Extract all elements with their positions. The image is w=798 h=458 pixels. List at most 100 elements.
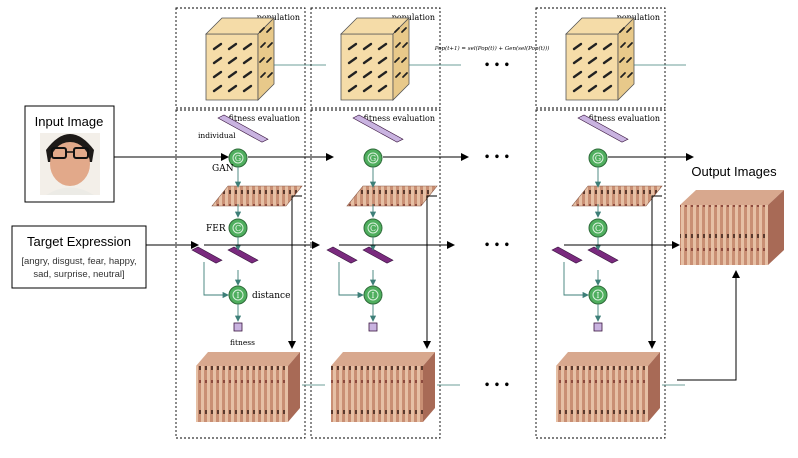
individual-mark — [402, 42, 408, 48]
individual-mark — [212, 56, 223, 65]
individual-bar — [217, 114, 269, 143]
target-to-distance — [203, 262, 229, 299]
distance-node: I — [228, 285, 248, 305]
fer-node-glyph: C — [235, 224, 241, 233]
distance-label: distance — [252, 291, 290, 301]
individual-mark — [620, 42, 626, 48]
fitness-evaluation-label: fitness evaluation — [229, 114, 300, 123]
fitness-cube — [233, 322, 243, 332]
faces-plane — [346, 185, 438, 207]
distance-node-glyph: I — [371, 291, 374, 300]
individual-mark — [260, 72, 266, 78]
individual-mark — [627, 42, 633, 48]
target-bar — [191, 246, 223, 264]
individual-mark — [242, 70, 253, 79]
stack-top — [556, 352, 660, 366]
predicted-bar — [227, 246, 259, 264]
individual-mark — [572, 56, 583, 65]
global-arrows — [114, 153, 740, 381]
target-expression-options-2: sad, surprise, neutral] — [33, 269, 124, 280]
gan-node: G — [588, 148, 608, 168]
target-to-distance — [338, 262, 364, 299]
individual-mark — [362, 42, 373, 51]
individual-mark — [626, 27, 632, 33]
individual-mark — [395, 42, 401, 48]
individual-mark — [377, 70, 388, 79]
individual-mark — [227, 70, 238, 79]
faces-to-stack-arrow — [648, 195, 662, 349]
individual-mark — [619, 27, 625, 33]
individual-mark — [212, 84, 223, 93]
individual-mark — [602, 70, 613, 79]
output-images-stack — [680, 190, 784, 265]
individual-mark — [626, 57, 632, 63]
population-label: population — [392, 13, 435, 22]
individual-mark — [572, 84, 583, 93]
individual-mark — [362, 56, 373, 65]
population-label: population — [617, 13, 660, 22]
individual-mark — [242, 56, 253, 65]
fer-node: C — [588, 218, 608, 238]
individual-mark — [395, 72, 401, 78]
individual-mark — [602, 84, 613, 93]
population-label: population — [257, 13, 300, 22]
fitness-panel — [175, 109, 306, 439]
target-bar — [551, 246, 583, 264]
individual-mark — [402, 72, 408, 78]
population-cube — [340, 17, 410, 101]
ellipsis: • • • — [484, 152, 510, 163]
individual-mark — [242, 84, 253, 93]
individual-mark — [259, 57, 265, 63]
stack-top — [331, 352, 435, 366]
individual-mark — [377, 42, 388, 51]
fitness-cube — [368, 322, 378, 332]
individual-mark — [227, 84, 238, 93]
fer-node-ring — [232, 222, 244, 234]
individual-mark — [347, 70, 358, 79]
population-panel — [310, 7, 441, 109]
individual-mark — [260, 42, 266, 48]
gan-node-ring — [232, 152, 244, 164]
individual-mark — [602, 56, 613, 65]
individual-mark — [377, 84, 388, 93]
fer-node: C — [228, 218, 248, 238]
individual-mark — [212, 42, 223, 51]
distance-node: I — [588, 285, 608, 305]
individual-mark — [620, 72, 626, 78]
gan-node-glyph: G — [370, 154, 376, 163]
fer-node-ring — [367, 222, 379, 234]
stack-side — [423, 352, 435, 422]
individual-mark — [347, 42, 358, 51]
individual-mark — [266, 57, 272, 63]
predicted-bar — [587, 246, 619, 264]
stack-front — [196, 366, 288, 422]
individual-mark — [212, 70, 223, 79]
fitness-panel — [310, 109, 441, 439]
individual-mark — [587, 56, 598, 65]
fer-node: C — [363, 218, 383, 238]
individual-mark — [266, 27, 272, 33]
individual-mark — [362, 70, 373, 79]
predicted-bar — [362, 246, 394, 264]
population-cube — [565, 17, 635, 101]
individual-mark — [267, 42, 273, 48]
individual-label: individual — [198, 131, 236, 140]
distance-node-glyph: I — [596, 291, 599, 300]
distance-node: I — [363, 285, 383, 305]
individual-mark — [587, 70, 598, 79]
fer-node-glyph: C — [370, 224, 376, 233]
individual-mark — [602, 42, 613, 51]
individual-mark — [394, 27, 400, 33]
individual-mark — [267, 72, 273, 78]
ellipsis-group: • • •• • •• • •• • • — [484, 60, 510, 391]
input-face-photo — [40, 133, 100, 195]
population-images-stack — [331, 352, 435, 422]
target-expression-box: Target Expression [angry, disgust, fear,… — [11, 225, 147, 289]
population-panel — [175, 7, 306, 109]
individual-mark — [587, 84, 598, 93]
population-panel — [535, 7, 666, 109]
individual-mark — [619, 57, 625, 63]
stack-side — [648, 352, 660, 422]
